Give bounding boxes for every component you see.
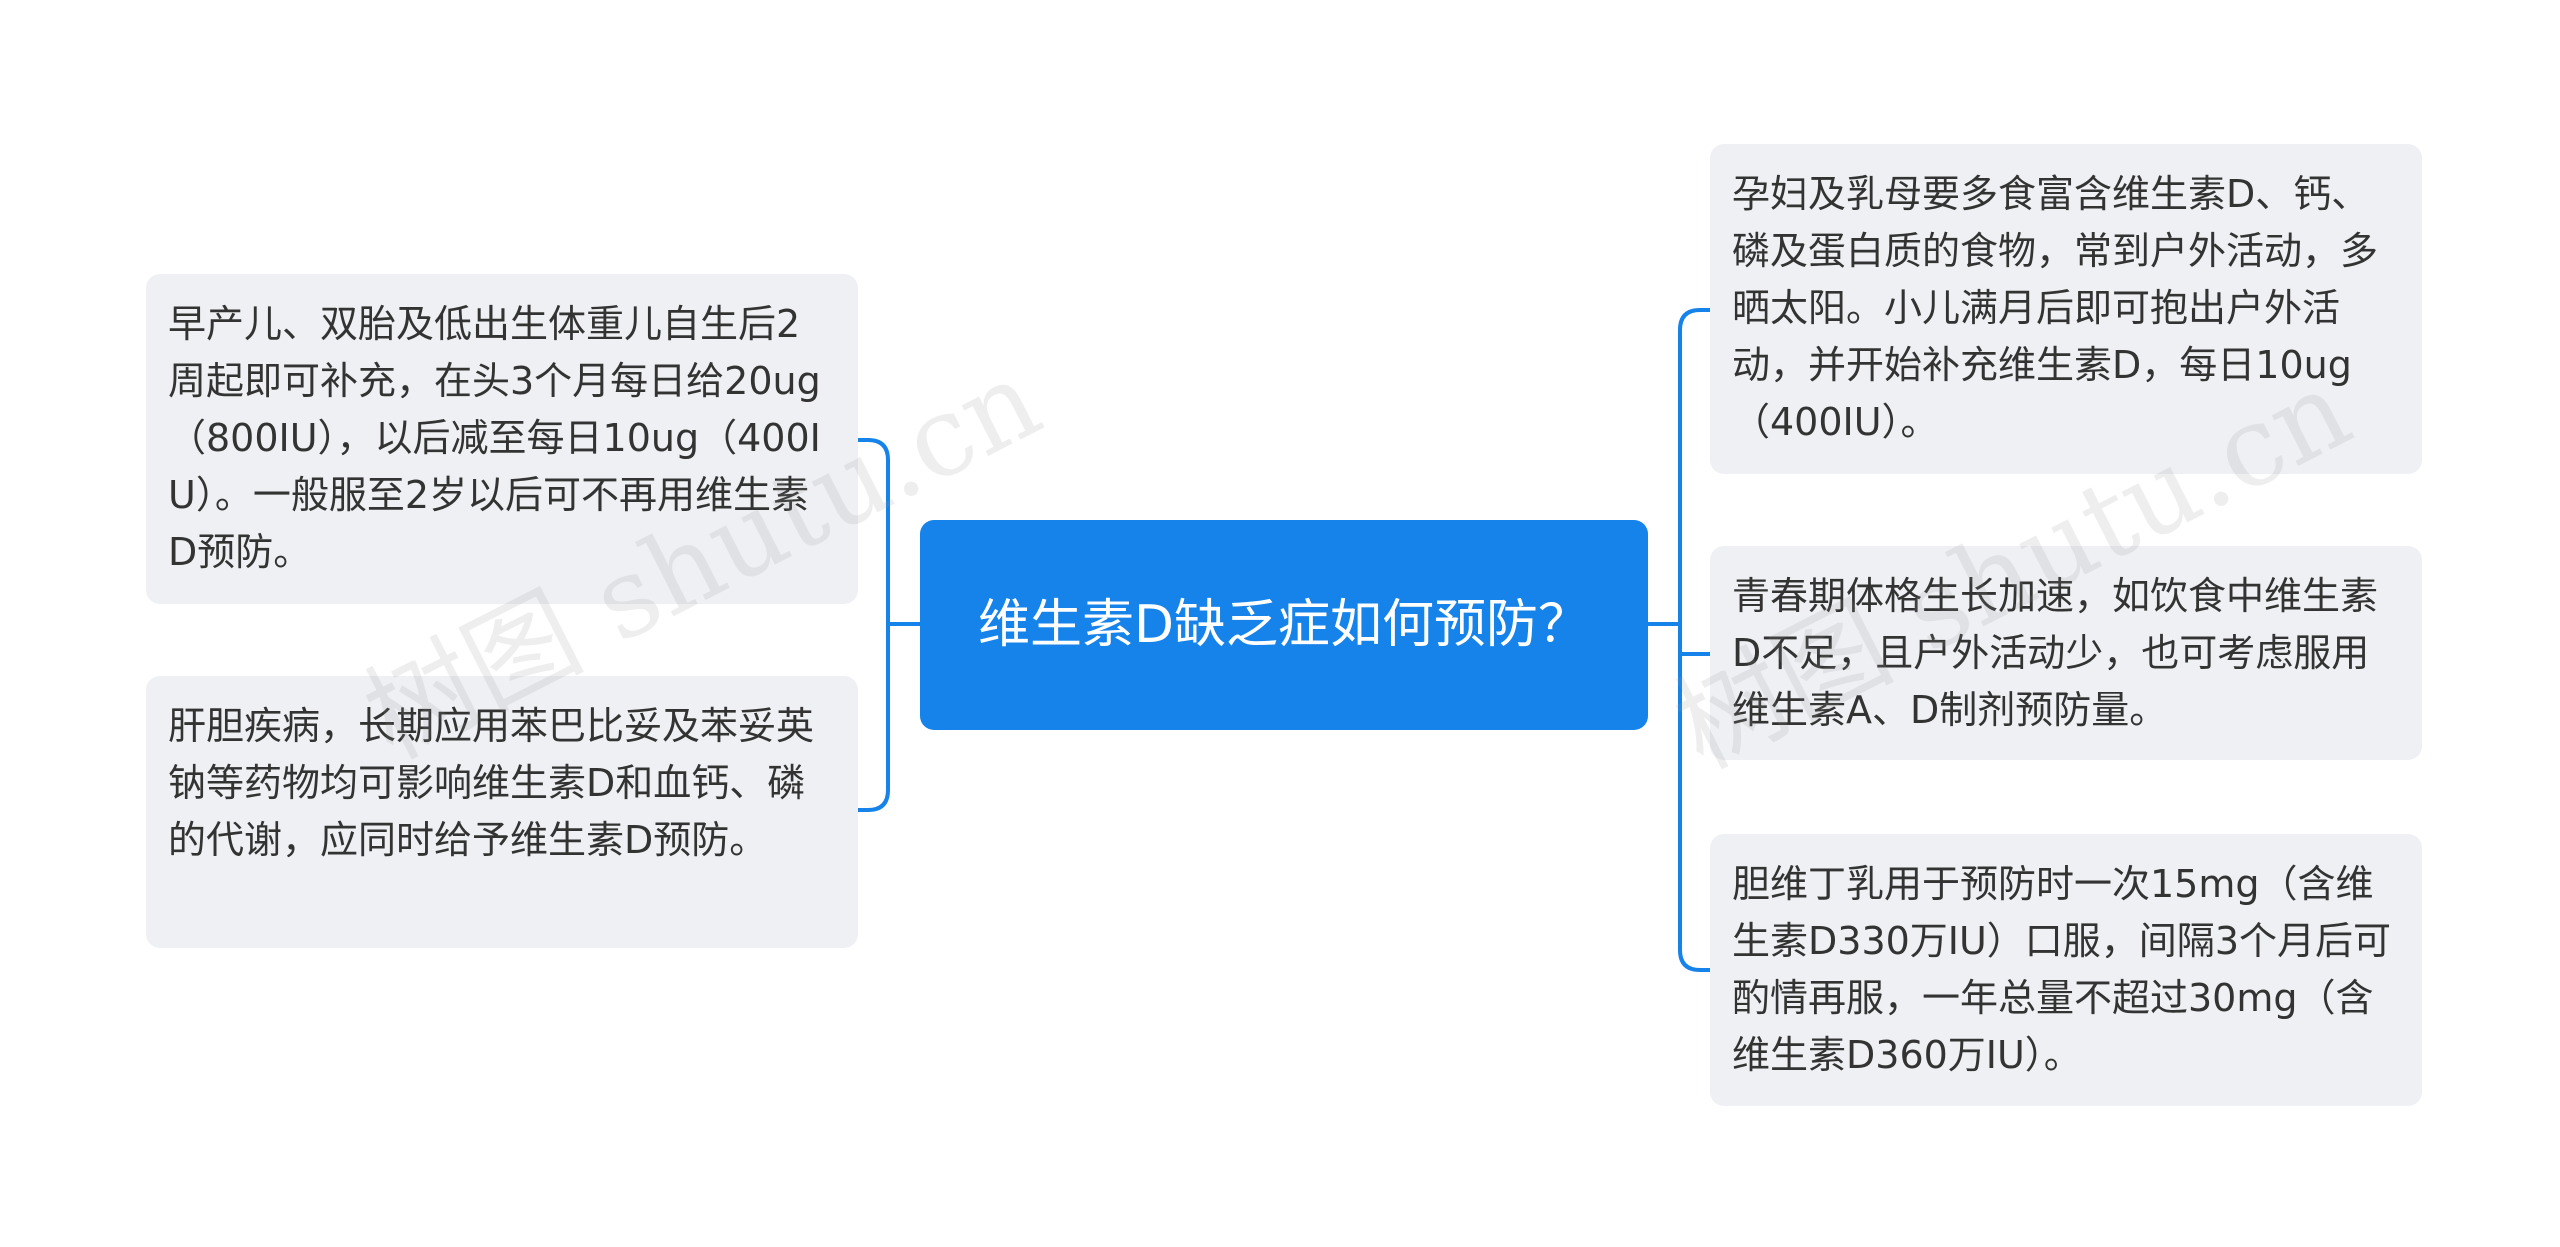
topic-left-1-text: 早产儿、双胎及低出生体重儿自生后2周起即可补充，在头3个月每日给20ug（800…: [168, 302, 821, 574]
topic-left-1[interactable]: 早产儿、双胎及低出生体重儿自生后2周起即可补充，在头3个月每日给20ug（800…: [146, 274, 858, 604]
topic-right-1-text: 孕妇及乳母要多食富含维生素D、钙、磷及蛋白质的食物，常到户外活动，多晒太阳。小儿…: [1732, 172, 2379, 444]
topic-left-2-text: 肝胆疾病，长期应用苯巴比妥及苯妥英钠等药物均可影响维生素D和血钙、磷的代谢，应同…: [168, 704, 815, 862]
topic-right-3-text: 胆维丁乳用于预防时一次15mg（含维生素D330万IU）口服，间隔3个月后可酌情…: [1732, 862, 2391, 1077]
connector-left-2: [856, 622, 890, 812]
connector-right-3: [1678, 622, 1712, 972]
topic-right-1[interactable]: 孕妇及乳母要多食富含维生素D、钙、磷及蛋白质的食物，常到户外活动，多晒太阳。小儿…: [1710, 144, 2422, 474]
topic-right-2[interactable]: 青春期体格生长加速，如饮食中维生素D不足，且户外活动少，也可考虑服用维生素A、D…: [1710, 546, 2422, 760]
connector-left-1: [856, 438, 890, 626]
central-topic-label: 维生素D缺乏症如何预防？: [977, 595, 1591, 655]
topic-left-2[interactable]: 肝胆疾病，长期应用苯巴比妥及苯妥英钠等药物均可影响维生素D和血钙、磷的代谢，应同…: [146, 676, 858, 948]
topic-right-3[interactable]: 胆维丁乳用于预防时一次15mg（含维生素D330万IU）口服，间隔3个月后可酌情…: [1710, 834, 2422, 1106]
topic-right-2-text: 青春期体格生长加速，如饮食中维生素D不足，且户外活动少，也可考虑服用维生素A、D…: [1732, 574, 2379, 732]
central-topic[interactable]: 维生素D缺乏症如何预防？: [920, 520, 1648, 730]
connector-right-1: [1678, 308, 1712, 626]
